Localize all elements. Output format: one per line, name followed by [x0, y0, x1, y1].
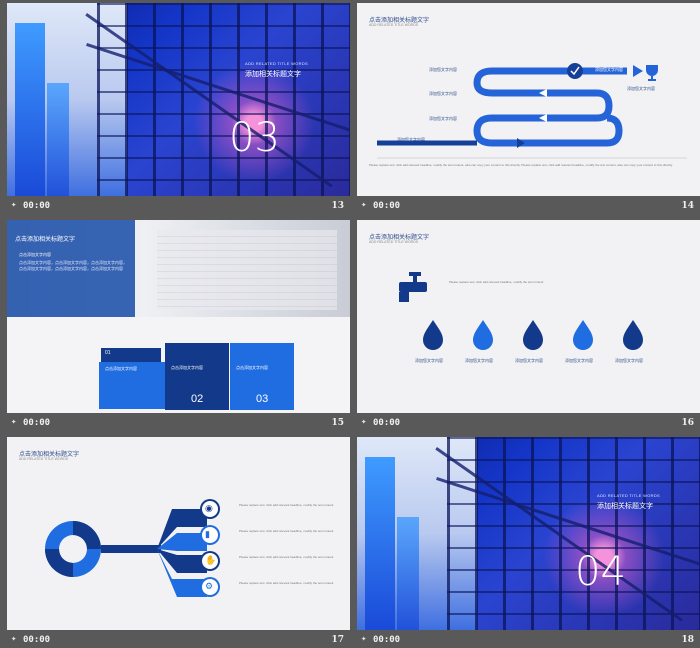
- slide-time: 00:00: [23, 635, 51, 645]
- flow-label-4: 添加您文字内容: [397, 137, 425, 142]
- flow-label-6: 添加您文字内容: [627, 86, 655, 91]
- book-icon: ▮: [205, 529, 210, 539]
- slide-16-canvas: 点击添加相关标题文字 ADD RELATED TITLE WORDS Pleas…: [357, 220, 700, 413]
- slide-number: 15: [331, 418, 344, 428]
- slide-15-canvas: 点击添加相关标题文字 点击添加文字内容 点击添加文字内容，点击添加文字内容，点击…: [7, 220, 350, 413]
- slide-title: 点击添加相关标题文字: [369, 235, 430, 241]
- slide-13-en-title: ADD RELATED TITLE WORDS: [245, 61, 308, 66]
- gear-icon: ⚙: [205, 581, 214, 591]
- animation-star-icon: [361, 634, 370, 645]
- handshake-icon: ✋: [205, 555, 217, 565]
- panel-label: 点击添加文字内容: [19, 252, 51, 257]
- flow-label-3: 添加您文字内容: [429, 116, 457, 121]
- slide-time: 00:00: [23, 418, 51, 428]
- slide-number: 16: [681, 418, 694, 428]
- box-03: 点击添加文字内容 03: [230, 343, 294, 410]
- animation-star-icon: [11, 634, 20, 645]
- slide-number: 18: [681, 635, 694, 645]
- slide-time: 00:00: [23, 201, 51, 211]
- drop-label-3: 添加您文字内容: [515, 358, 543, 363]
- slide-subtitle: ADD RELATED TITLE WORDS: [369, 240, 419, 244]
- slide-13-canvas: ADD RELATED TITLE WORDS 添加相关标题文字 03: [7, 3, 350, 196]
- box-02: 点击添加文字内容 02: [165, 343, 229, 410]
- branch-diagram: [45, 499, 220, 597]
- slide-18-canvas: ADD RELATED TITLE WORDS 添加相关标题文字 04: [357, 437, 700, 630]
- animation-star-icon: [11, 200, 20, 211]
- flow-label-5: 添加您文字内容: [595, 67, 623, 72]
- slide-title: 点击添加相关标题文字: [15, 237, 76, 243]
- slide-18-en-title: ADD RELATED TITLE WORDS: [597, 493, 660, 498]
- box-01: 01 点击添加文字内容: [99, 348, 165, 409]
- slide-number: 17: [331, 635, 344, 645]
- flow-arrows-diagram: [377, 63, 687, 159]
- slide-13-cn-title: 添加相关标题文字: [245, 71, 301, 78]
- flow-label-1: 添加您文字内容: [429, 67, 457, 72]
- slide-17-canvas: 点击添加相关标题文字 ADD RELATED TITLE WORDS ◉ ▮ ✋…: [7, 437, 350, 630]
- drop-label-4: 添加您文字内容: [565, 358, 593, 363]
- animation-star-icon: [361, 417, 370, 428]
- section-number: 04: [575, 549, 626, 595]
- slide-subtitle: ADD RELATED TITLE WORDS: [19, 457, 69, 461]
- slide-number: 14: [681, 201, 694, 211]
- panel-body: 点击添加文字内容，点击添加文字内容，点击添加文字内容，点击添加文字内容，点击添加…: [19, 260, 127, 271]
- slide-14-canvas: 点击添加相关标题文字 ADD RELATED TITLE WORDS 添加您文字…: [357, 3, 700, 196]
- slide-number: 13: [331, 201, 344, 211]
- drop-label-2: 添加您文字内容: [465, 358, 493, 363]
- footer-text: Please replace text, click add relevant …: [369, 163, 673, 167]
- faucet-icon: [399, 272, 427, 302]
- slide-title: 点击添加相关标题文字: [369, 18, 430, 24]
- flow-label-2: 添加您文字内容: [429, 91, 457, 96]
- slide-time: 00:00: [373, 635, 401, 645]
- slide-title: 点击添加相关标题文字: [19, 452, 80, 458]
- section-number: 03: [229, 115, 280, 161]
- drop-label-5: 添加您文字内容: [615, 358, 643, 363]
- slide-time: 00:00: [373, 418, 401, 428]
- animation-star-icon: [11, 417, 20, 428]
- animation-star-icon: [361, 200, 370, 211]
- slide-time: 00:00: [373, 201, 401, 211]
- slide-subtitle: ADD RELATED TITLE WORDS: [369, 23, 419, 27]
- water-drops: [423, 320, 643, 350]
- slide-18-cn-title: 添加相关标题文字: [597, 503, 653, 510]
- eye-icon: ◉: [205, 503, 213, 513]
- drop-label-1: 添加您文字内容: [415, 358, 443, 363]
